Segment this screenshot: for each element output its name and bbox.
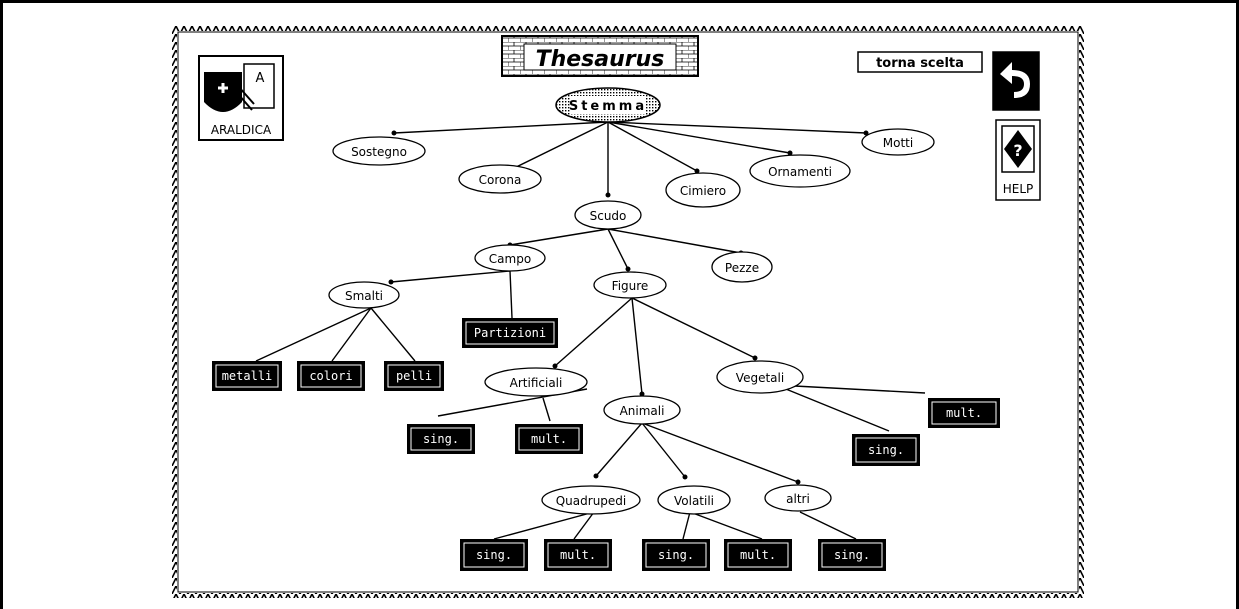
svg-text:Vegetali: Vegetali [736,371,784,385]
svg-text:sing.: sing. [834,548,870,562]
node-cimiero[interactable]: Cimiero [665,172,741,208]
node-quadrupedi[interactable]: Quadrupedi [541,485,641,515]
svg-text:sing.: sing. [423,432,459,446]
svg-text:colori: colori [309,369,352,383]
thesaurus-card: Thesaurus A ARALDICA torna scelta ? HELP [172,26,1084,598]
window-left-edge [0,0,3,609]
button-partizioni[interactable]: Partizioni [462,318,558,348]
svg-text:Stemma: Stemma [569,99,647,114]
svg-text:mult.: mult. [740,548,776,562]
button-quadrupedi-sing[interactable]: sing. [460,539,528,571]
button-volatili-sing[interactable]: sing. [642,539,710,571]
node-stemma[interactable]: Stemma [555,87,661,123]
window-top-edge [0,0,1239,3]
svg-text:Artificiali: Artificiali [510,376,563,390]
svg-text:Cimiero: Cimiero [680,184,726,198]
button-altri-sing[interactable]: sing. [818,539,886,571]
back-arrow-icon[interactable] [992,51,1040,111]
logo-label: ARALDICA [211,123,272,137]
svg-text:sing.: sing. [658,548,694,562]
node-vegetali[interactable]: Vegetali [716,360,804,394]
svg-text:Ornamenti: Ornamenti [768,165,832,179]
svg-text:mult.: mult. [531,432,567,446]
node-scudo[interactable]: Scudo [574,200,642,230]
button-artificiali-mult[interactable]: mult. [515,424,583,454]
button-pelli[interactable]: pelli [384,361,444,391]
svg-text:Sostegno: Sostegno [351,145,407,159]
pen-icon [243,63,275,109]
node-pezze[interactable]: Pezze [711,251,773,283]
svg-text:Animali: Animali [620,404,665,418]
button-volatili-mult[interactable]: mult. [724,539,792,571]
tree-connectors [255,121,926,540]
window-right-edge [1236,0,1239,609]
node-sostegno[interactable]: Sostegno [332,136,426,166]
node-artificiali[interactable]: Artificiali [484,367,588,397]
button-colori[interactable]: colori [297,361,365,391]
svg-text:mult.: mult. [560,548,596,562]
svg-text:metalli: metalli [222,369,273,383]
svg-text:pelli: pelli [396,369,432,383]
node-smalti[interactable]: Smalti [328,281,400,309]
svg-text:Smalti: Smalti [345,289,383,303]
svg-text:A: A [256,71,265,86]
back-control[interactable]: torna scelta [857,51,1040,111]
svg-text:Figure: Figure [612,279,649,293]
button-vegetali-mult[interactable]: mult. [928,398,1000,428]
svg-text:altri: altri [786,492,810,506]
node-altri[interactable]: altri [764,484,832,512]
help-question-icon [1004,130,1032,168]
card-border [172,26,1084,598]
back-label: torna scelta [876,56,964,71]
button-quadrupedi-mult[interactable]: mult. [544,539,612,571]
node-campo[interactable]: Campo [474,244,546,272]
node-ornamenti[interactable]: Ornamenti [749,154,851,188]
node-animali[interactable]: Animali [603,395,681,425]
node-volatili[interactable]: Volatili [657,485,731,515]
svg-text:Pezze: Pezze [725,261,759,275]
page-title: Thesaurus [536,47,665,72]
title-banner: Thesaurus [501,35,699,77]
help-label: HELP [1003,182,1034,196]
svg-text:Volatili: Volatili [674,494,714,508]
help-button[interactable]: ? HELP [995,119,1041,201]
svg-text:sing.: sing. [868,443,904,457]
svg-text:mult.: mult. [946,406,982,420]
svg-text:Motti: Motti [883,136,913,150]
button-vegetali-sing[interactable]: sing. [852,434,920,466]
button-artificiali-sing[interactable]: sing. [407,424,475,454]
node-motti[interactable]: Motti [861,128,935,156]
svg-text:Campo: Campo [489,252,531,266]
node-figure[interactable]: Figure [593,271,667,299]
svg-text:Partizioni: Partizioni [474,326,546,340]
araldica-logo[interactable]: A ARALDICA [198,55,284,141]
button-metalli[interactable]: metalli [212,361,282,391]
svg-text:Corona: Corona [479,173,522,187]
svg-text:sing.: sing. [476,548,512,562]
svg-text:?: ? [1013,141,1022,160]
svg-text:Quadrupedi: Quadrupedi [556,494,627,508]
node-corona[interactable]: Corona [458,164,542,194]
svg-text:Scudo: Scudo [590,209,627,223]
